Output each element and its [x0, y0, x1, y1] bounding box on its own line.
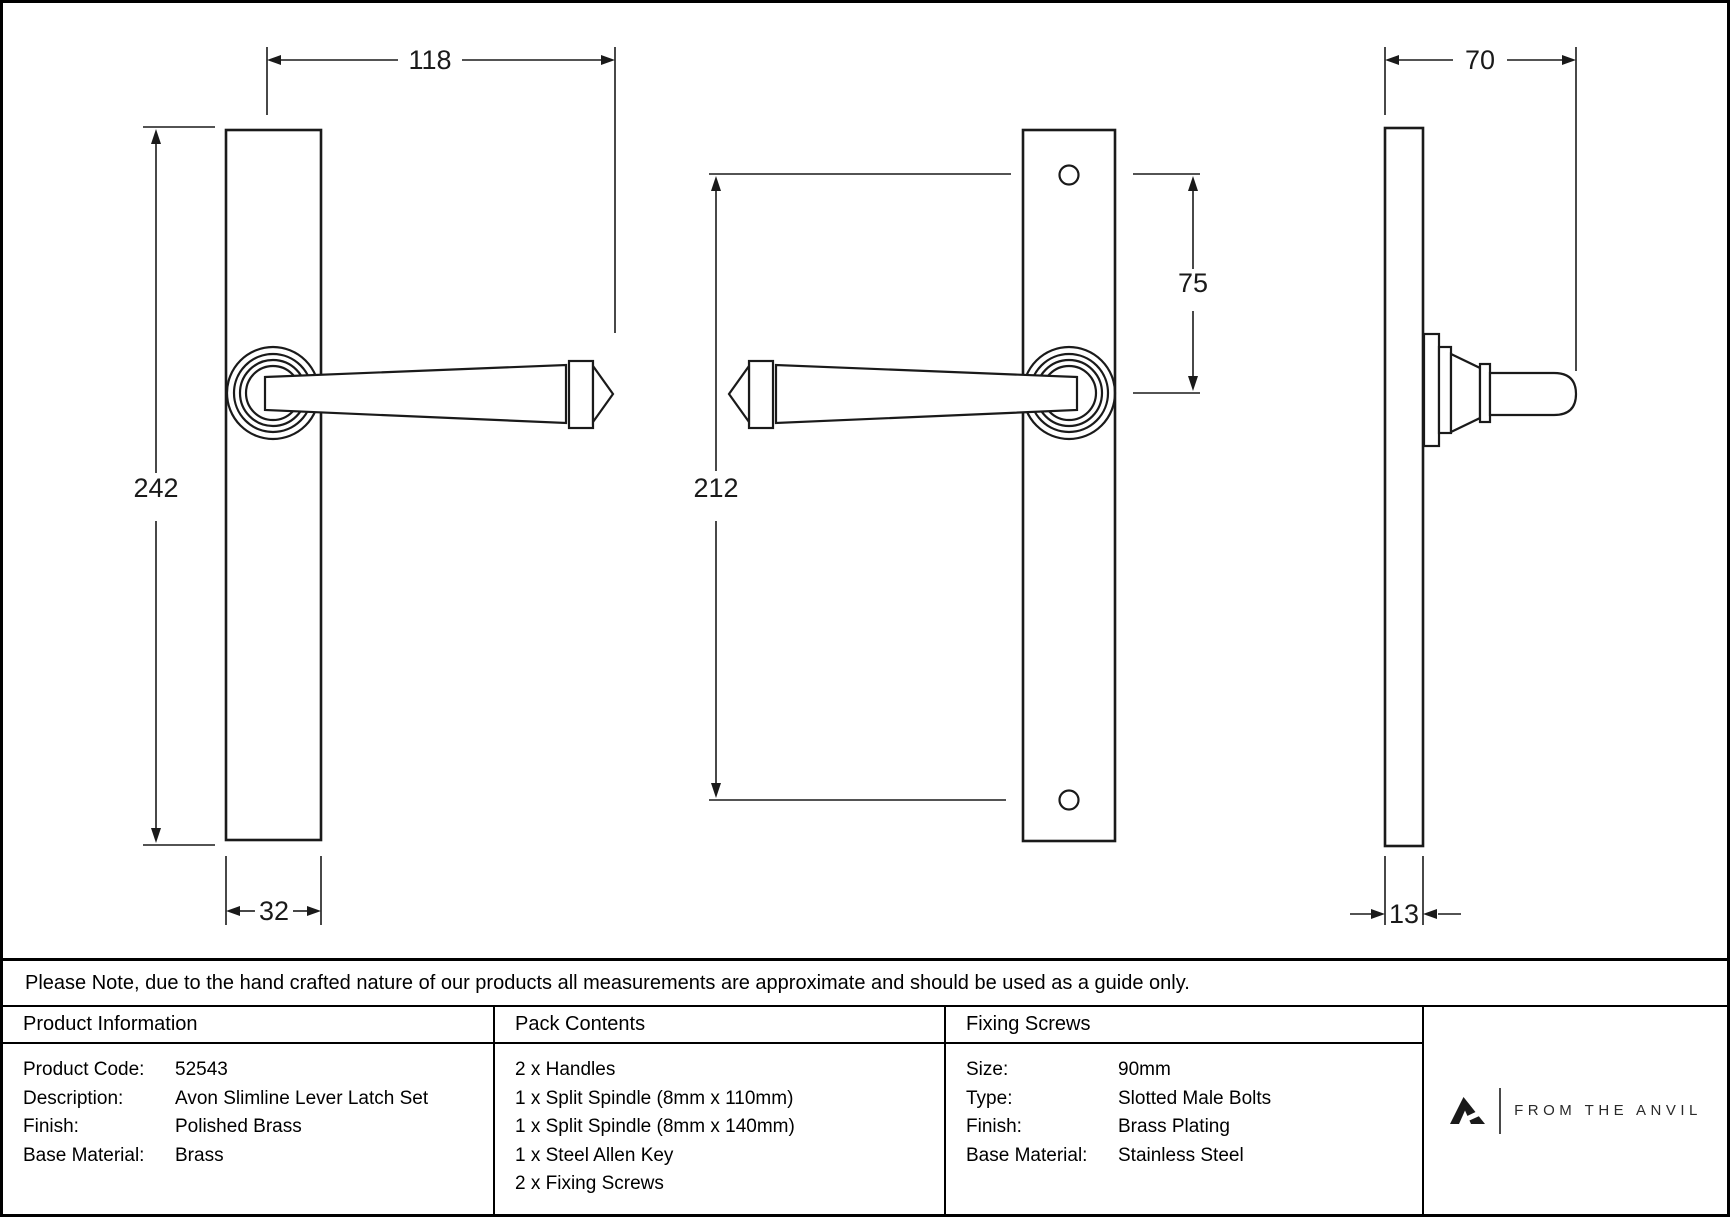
- table-row: Base Material: Brass: [23, 1142, 483, 1171]
- pack-contents-header: Pack Contents: [495, 1007, 944, 1044]
- dimension-70: 70: [1384, 45, 1577, 371]
- lever-front: [263, 359, 615, 430]
- list-item: 2 x Fixing Screws: [515, 1173, 664, 1194]
- lever-side-profile: [1422, 332, 1578, 448]
- dim-label-212: 212: [693, 473, 738, 503]
- row-value: Avon Slimline Lever Latch Set: [175, 1087, 429, 1109]
- backplate-side: [1383, 126, 1425, 848]
- fixing-screws-header: Fixing Screws: [946, 1007, 1422, 1044]
- screw-hole-top: [1058, 164, 1080, 186]
- dim-label-13: 13: [1389, 899, 1419, 929]
- measurement-note: Please Note, due to the hand crafted nat…: [3, 961, 1727, 1007]
- dimension-118: 118: [266, 45, 616, 333]
- product-information-column: Product Information Product Code: 52543 …: [3, 1007, 493, 1214]
- front-view: 118 242 32: [133, 45, 616, 926]
- row-value: Stainless Steel: [1118, 1144, 1244, 1166]
- table-row: Base Material: Stainless Steel: [966, 1142, 1412, 1171]
- list-item: 2 x Handles: [515, 1059, 616, 1080]
- dimension-75: 75: [1133, 173, 1208, 394]
- brand-name: FROM THE ANVIL: [1514, 1102, 1702, 1119]
- dimension-13: 13: [1350, 856, 1461, 929]
- reverse-view: 212 75: [693, 128, 1208, 843]
- row-label: Finish:: [966, 1116, 1022, 1137]
- row-value: Brass Plating: [1118, 1116, 1230, 1137]
- list-item: 1 x Split Spindle (8mm x 110mm): [515, 1087, 794, 1109]
- dim-label-70: 70: [1465, 45, 1495, 75]
- table-row: Description: Avon Slimline Lever Latch S…: [23, 1085, 483, 1114]
- list-item: 1 x Split Spindle (8mm x 140mm): [515, 1116, 795, 1137]
- dim-label-32: 32: [259, 896, 289, 926]
- technical-drawing: 118 242 32: [133, 45, 1578, 929]
- pack-contents-body: 2 x Handles 1 x Split Spindle (8mm x 110…: [495, 1044, 944, 1214]
- list-item: 1 x Steel Allen Key: [515, 1144, 674, 1166]
- row-value: Slotted Male Bolts: [1118, 1087, 1272, 1109]
- row-value: Polished Brass: [175, 1116, 302, 1137]
- pack-contents-column: Pack Contents 2 x Handles 1 x Split Spin…: [493, 1007, 944, 1214]
- from-the-anvil-logo-mark: [1450, 1097, 1487, 1124]
- table-row: Finish: Polished Brass: [23, 1113, 483, 1142]
- measurement-note-text: Please Note, due to the hand crafted nat…: [25, 971, 1190, 994]
- table-row: Finish: Brass Plating: [966, 1113, 1412, 1142]
- table-row: Type: Slotted Male Bolts: [966, 1085, 1412, 1114]
- dimension-32: 32: [225, 856, 322, 926]
- dim-label-75: 75: [1178, 268, 1208, 298]
- row-label: Description:: [23, 1087, 124, 1109]
- product-information-body: Product Code: 52543 Description: Avon Sl…: [3, 1044, 493, 1214]
- fixing-screws-body: Size: 90mm Type: Slotted Male Bolts Fini…: [946, 1044, 1422, 1214]
- row-label: Product Code:: [23, 1059, 145, 1080]
- logo-divider: [1499, 1087, 1502, 1134]
- product-information-header: Product Information: [3, 1007, 493, 1044]
- table-row: Size: 90mm: [966, 1056, 1412, 1085]
- spec-grid: Product Information Product Code: 52543 …: [3, 1007, 1727, 1214]
- dim-label-242: 242: [133, 473, 178, 503]
- fixing-screws-column: Fixing Screws Size: 90mm Type: Slotted M…: [944, 1007, 1422, 1214]
- row-value: 52543: [175, 1059, 228, 1080]
- row-label: Type:: [966, 1087, 1013, 1109]
- row-label: Base Material:: [966, 1144, 1088, 1166]
- backplate-reverse: [1021, 128, 1117, 843]
- spec-table: Please Note, due to the hand crafted nat…: [3, 958, 1727, 1214]
- row-value: 90mm: [1118, 1059, 1171, 1080]
- dim-label-118: 118: [408, 45, 451, 75]
- row-label: Size:: [966, 1059, 1009, 1080]
- screw-hole-bottom: [1058, 789, 1080, 811]
- side-view: 70 13: [1350, 45, 1578, 929]
- table-row: Product Code: 52543: [23, 1056, 483, 1085]
- dimension-212: 212: [693, 173, 1011, 801]
- backplate-front: [224, 128, 323, 842]
- dimension-242: 242: [133, 126, 215, 846]
- lever-reverse: [727, 359, 1079, 430]
- row-value: Brass: [175, 1144, 224, 1166]
- row-label: Base Material:: [23, 1144, 145, 1166]
- row-label: Finish:: [23, 1116, 79, 1137]
- brand-column: FROM THE ANVIL: [1422, 1007, 1727, 1214]
